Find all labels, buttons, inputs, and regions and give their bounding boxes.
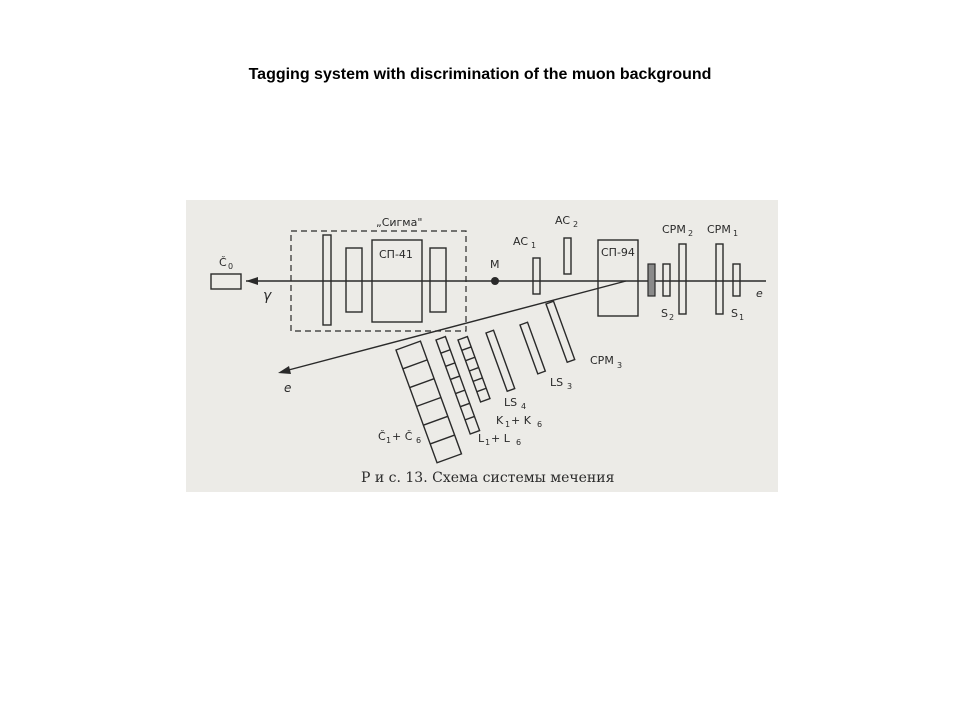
s2-counter	[662, 263, 671, 297]
c-counter-array	[395, 340, 463, 464]
ac2-label-sub: 2	[573, 220, 578, 229]
c0-counter	[210, 273, 242, 290]
cpm3-counter	[545, 300, 576, 364]
ls4-label: LS	[504, 396, 517, 409]
sp41-magnet	[371, 239, 423, 323]
sp94-magnet	[597, 239, 639, 317]
tagging-system-figure: „Сигма" СП-41 СП-94 Č 0 γ M AC 1 AC 2 CP…	[186, 200, 778, 492]
c-label-plus: + Č	[392, 430, 413, 443]
cpm1-label: CPM	[707, 223, 731, 236]
ac1-label-sub: 1	[531, 241, 536, 250]
cpm2-label-sub: 2	[688, 229, 693, 238]
ls3-label: LS	[550, 376, 563, 389]
k-label-sub1: 1	[505, 420, 510, 429]
cpm1-label-sub: 1	[733, 229, 738, 238]
ac1-counter	[532, 257, 541, 295]
s1-label-sub: 1	[739, 313, 744, 322]
sp94-label: СП-94	[601, 246, 635, 259]
sp41-label: СП-41	[379, 248, 413, 261]
sigma-label: „Сигма"	[376, 216, 422, 229]
cpm3-label-sub: 3	[617, 361, 622, 370]
l-label-plus: + L	[491, 432, 511, 445]
s1-counter	[732, 263, 741, 297]
sigma-magnet-box	[290, 230, 467, 332]
e-left-label: e	[284, 381, 291, 395]
cpm3-label: CPM	[590, 354, 614, 367]
l-label-sub2: 6	[516, 438, 521, 447]
slide-title: Tagging system with discrimination of th…	[248, 66, 712, 83]
k-counter-array	[457, 335, 491, 403]
ls3-label-sub: 3	[567, 382, 572, 391]
ls4-counter	[485, 329, 516, 393]
beam-arrow-head	[246, 277, 258, 285]
l-label-sub1: 1	[485, 438, 490, 447]
k-label-plus: + K	[511, 414, 532, 427]
c-label: Č	[378, 430, 386, 443]
k-label-sub2: 6	[537, 420, 542, 429]
k-label: K	[496, 414, 504, 427]
s1-label: S	[731, 307, 738, 320]
l-counter-array	[435, 335, 481, 435]
electron-arrow-head	[278, 366, 291, 374]
sigma-plate-1	[322, 234, 332, 326]
absorber	[647, 263, 656, 297]
e-right-label: e	[756, 287, 763, 300]
cpm2-label: CPM	[662, 223, 686, 236]
c-label-sub2: 6	[416, 436, 421, 445]
ac2-counter	[563, 237, 572, 275]
ls3-counter	[519, 321, 547, 375]
electron-trajectory	[280, 280, 627, 373]
ls4-label-sub: 4	[521, 402, 526, 411]
c-label-sub1: 1	[386, 436, 391, 445]
gamma-label: γ	[263, 288, 272, 304]
c0-label-sub: 0	[228, 262, 233, 271]
l-label: L	[478, 432, 485, 445]
sigma-plate-3	[429, 247, 447, 313]
tagging-system-diagram: „Сигма" СП-41 СП-94 Č 0 γ M AC 1 AC 2 CP…	[210, 214, 766, 486]
c0-label: Č	[219, 256, 227, 269]
m-label: M	[490, 258, 500, 271]
cpm1-counter	[715, 243, 724, 315]
sigma-plate-2	[345, 247, 363, 313]
s2-label: S	[661, 307, 668, 320]
ac2-label: AC	[555, 214, 570, 227]
target-m	[491, 277, 499, 285]
s2-label-sub: 2	[669, 313, 674, 322]
cpm2-counter	[678, 243, 687, 315]
ac1-label: AC	[513, 235, 528, 248]
figure-caption: Р и с. 13. Схема системы мечения	[361, 470, 615, 486]
